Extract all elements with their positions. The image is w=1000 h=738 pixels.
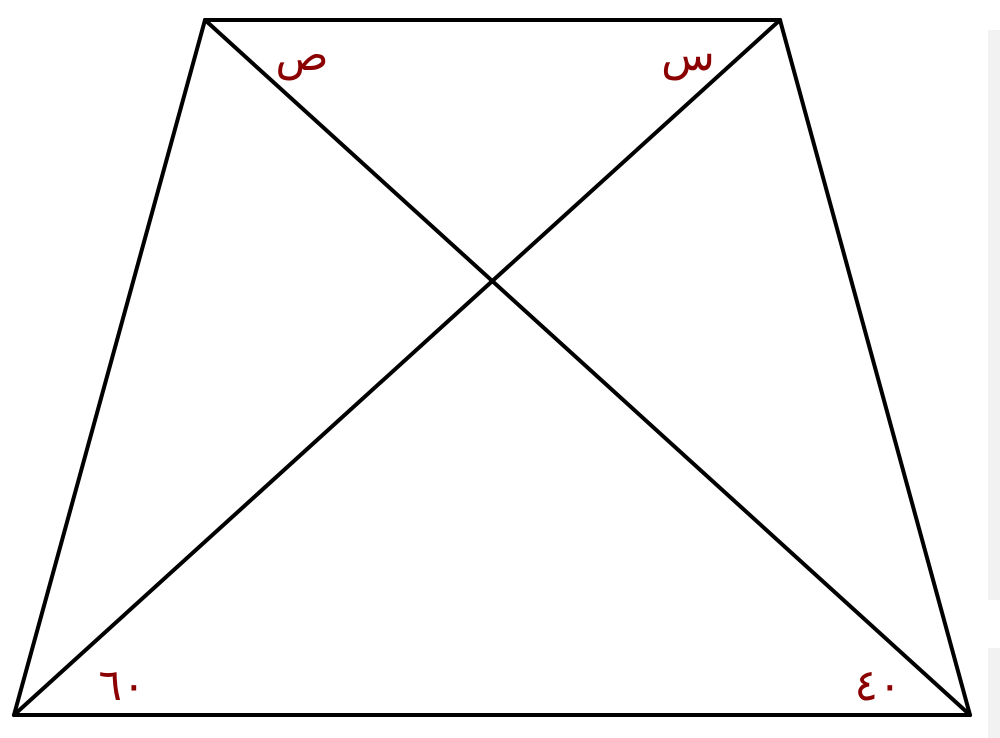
angle-label-bottom-right: ٤٠ <box>854 660 901 711</box>
edge-right <box>778 18 972 717</box>
angle-label-bottom-left: ٦٠ <box>98 660 145 711</box>
edge-left <box>12 18 207 717</box>
angle-label-top-right: س <box>661 30 715 81</box>
angle-label-top-left: ص <box>275 30 328 81</box>
diagonal-top-left-to-bottom-right <box>203 18 972 717</box>
right-edge-strip-lower <box>988 648 1000 738</box>
diagonal-top-right-to-bottom-left <box>12 18 782 717</box>
right-edge-strip <box>988 30 1000 600</box>
